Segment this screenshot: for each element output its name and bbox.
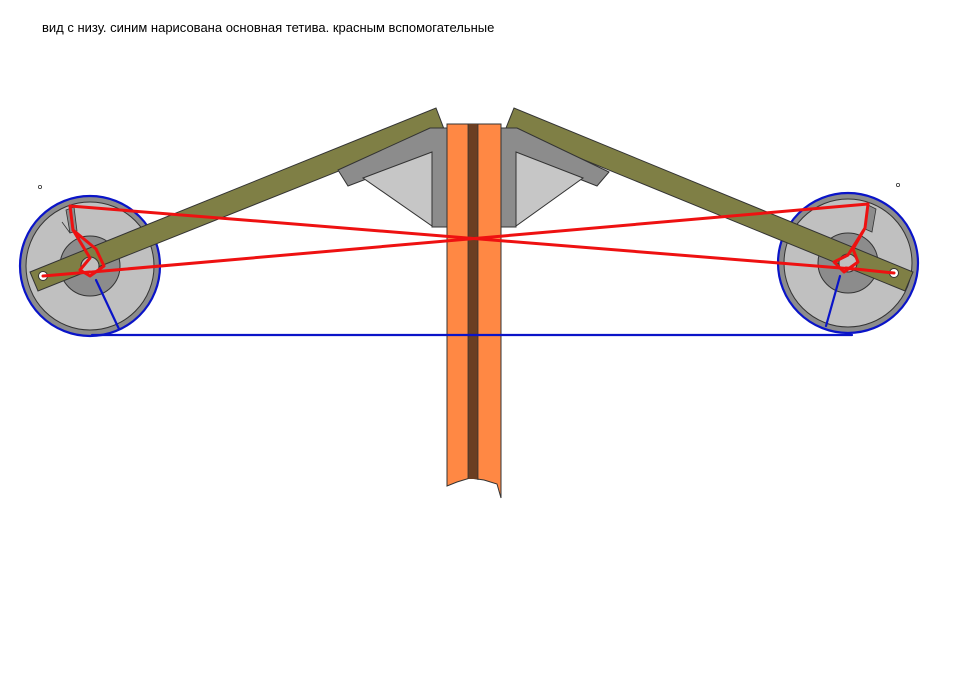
left-limb-mount xyxy=(337,127,448,228)
marker-dot-right xyxy=(896,182,901,187)
left-notch-edge xyxy=(61,221,71,234)
auxiliary-strings xyxy=(41,202,896,278)
aux-string-left-axle xyxy=(41,270,92,278)
left-mount-frame xyxy=(337,127,448,228)
main-string-right-lead xyxy=(824,274,842,328)
main-string-left-lead xyxy=(94,278,121,331)
aux-string-right-axle xyxy=(844,266,896,275)
stock-center-strip xyxy=(468,124,478,479)
right-mount-plate xyxy=(515,151,585,227)
aux-string-left-upper xyxy=(68,204,855,271)
main-string xyxy=(90,274,854,337)
left-mount-plate xyxy=(361,151,433,227)
diagram-caption: вид с низу. синим нарисована основная те… xyxy=(42,20,495,35)
right-mount-frame xyxy=(499,127,610,228)
marker-dot-left xyxy=(38,184,43,189)
right-cam-tether xyxy=(832,202,870,274)
right-limb xyxy=(505,107,914,292)
aux-string-right-upper xyxy=(90,202,870,274)
stock xyxy=(446,123,502,499)
right-limb-mount xyxy=(499,127,610,228)
